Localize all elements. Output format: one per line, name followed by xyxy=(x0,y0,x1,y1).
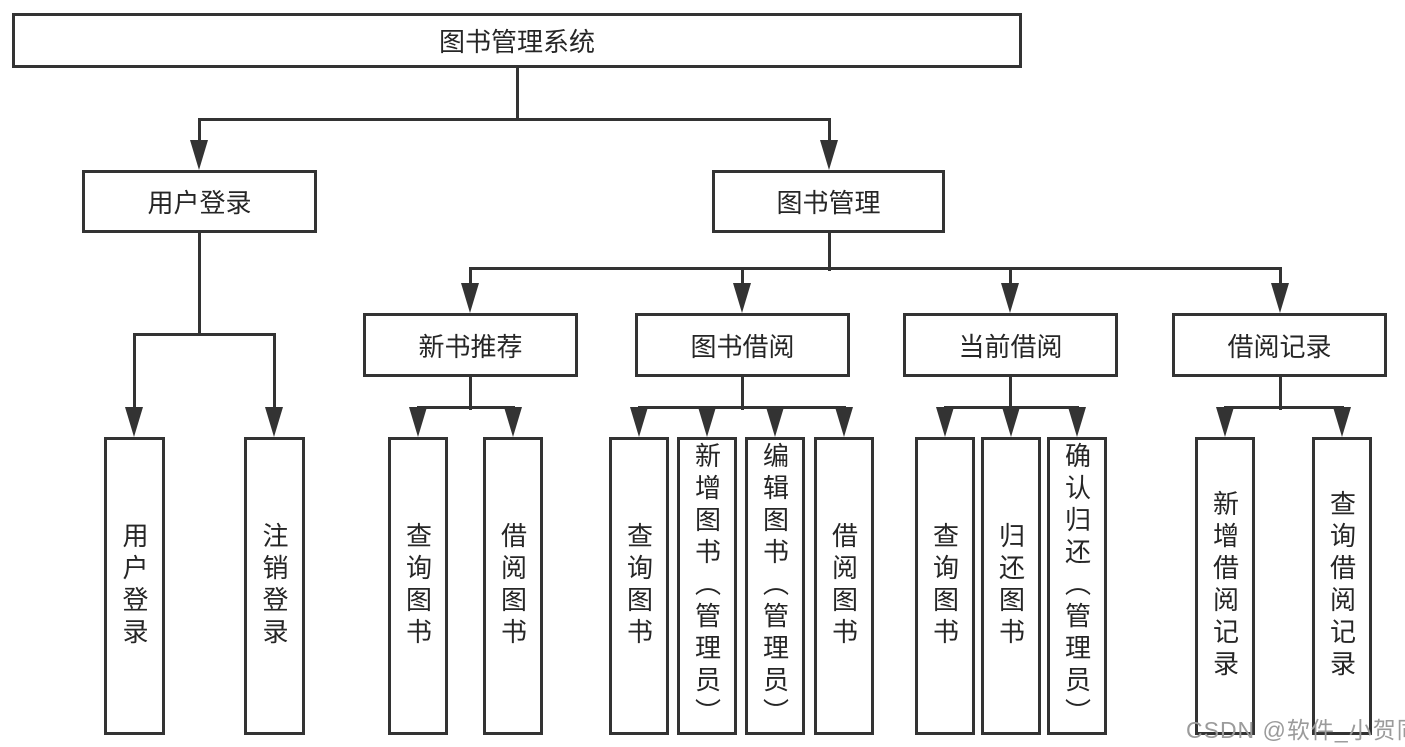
connector-arrow xyxy=(1271,268,1289,313)
arrowhead-down-icon xyxy=(461,283,479,313)
arrowhead-down-icon xyxy=(766,407,784,437)
connector-stem xyxy=(197,233,201,336)
leaf-borrow-books-2: 借阅图书 xyxy=(814,437,874,735)
connector-stem xyxy=(827,233,831,271)
connector-bar xyxy=(1223,405,1344,409)
arrowhead-down-icon xyxy=(630,407,648,437)
connector-bar xyxy=(468,266,1282,270)
leaf-edit-book-admin: 编辑图书（管理员） xyxy=(745,437,805,735)
connector-arrow xyxy=(1068,407,1086,437)
leaf-user-login: 用户登录 xyxy=(104,437,165,735)
connector-stem xyxy=(1008,377,1012,410)
arrow-shaft xyxy=(468,268,472,287)
leaf-add-book-admin: 新增图书（管理员） xyxy=(677,437,737,735)
node-current-borrow: 当前借阅 xyxy=(903,313,1118,377)
connector-arrow xyxy=(409,407,427,437)
arrow-shaft xyxy=(132,334,136,411)
connector-bar xyxy=(132,332,276,336)
leaf-query-borrow-record: 查询借阅记录 xyxy=(1312,437,1372,735)
connector-stem xyxy=(1278,377,1282,410)
arrowhead-down-icon xyxy=(835,407,853,437)
connector-arrow xyxy=(190,119,208,170)
leaf-logout: 注销登录 xyxy=(244,437,305,735)
leaf-query-books-recommend: 查询图书 xyxy=(388,437,448,735)
connector-arrow xyxy=(265,334,283,437)
arrowhead-down-icon xyxy=(265,407,283,437)
connector-arrow xyxy=(630,407,648,437)
arrowhead-down-icon xyxy=(1002,407,1020,437)
arrow-shaft xyxy=(827,119,831,144)
arrowhead-down-icon xyxy=(1001,283,1019,313)
leaf-borrow-books-recommend: 借阅图书 xyxy=(483,437,543,735)
arrow-shaft xyxy=(1008,268,1012,287)
arrowhead-down-icon xyxy=(409,407,427,437)
connector-arrow xyxy=(835,407,853,437)
arrowhead-down-icon xyxy=(936,407,954,437)
connector-arrow xyxy=(461,268,479,313)
node-book-borrow: 图书借阅 xyxy=(635,313,850,377)
arrow-shaft xyxy=(197,119,201,144)
arrowhead-down-icon xyxy=(1271,283,1289,313)
node-library-system: 图书管理系统 xyxy=(12,13,1022,68)
leaf-query-books-current: 查询图书 xyxy=(915,437,975,735)
connector-stem xyxy=(468,377,472,410)
connector-arrow xyxy=(766,407,784,437)
connector-arrow xyxy=(733,268,751,313)
arrow-shaft xyxy=(272,334,276,411)
connector-arrow xyxy=(504,407,522,437)
connector-arrow xyxy=(936,407,954,437)
leaf-query-books-borrow: 查询图书 xyxy=(609,437,669,735)
arrowhead-down-icon xyxy=(698,407,716,437)
arrowhead-down-icon xyxy=(125,407,143,437)
connector-arrow xyxy=(1002,407,1020,437)
node-user-login: 用户登录 xyxy=(82,170,317,233)
arrow-shaft xyxy=(1278,268,1282,287)
arrowhead-down-icon xyxy=(1216,407,1234,437)
connector-bar xyxy=(637,405,846,409)
arrowhead-down-icon xyxy=(1333,407,1351,437)
connector-arrow xyxy=(1001,268,1019,313)
leaf-return-books: 归还图书 xyxy=(981,437,1041,735)
connector-arrow xyxy=(820,119,838,170)
connector-arrow xyxy=(1216,407,1234,437)
leaf-confirm-return-admin: 确认归还（管理员） xyxy=(1047,437,1107,735)
watermark-text: CSDN @软件_小贺同学 xyxy=(1186,717,1405,743)
arrowhead-down-icon xyxy=(733,283,751,313)
connector-arrow xyxy=(125,334,143,437)
arrowhead-down-icon xyxy=(820,140,838,170)
connector-arrow xyxy=(698,407,716,437)
connector-bar xyxy=(197,117,831,121)
connector-stem xyxy=(515,68,519,121)
connector-stem xyxy=(740,377,744,410)
connector-bar xyxy=(416,405,515,409)
leaf-add-borrow-record: 新增借阅记录 xyxy=(1195,437,1255,735)
arrowhead-down-icon xyxy=(1068,407,1086,437)
node-borrow-records: 借阅记录 xyxy=(1172,313,1387,377)
arrow-shaft xyxy=(740,268,744,287)
node-new-book-recommend: 新书推荐 xyxy=(363,313,578,377)
connector-arrow xyxy=(1333,407,1351,437)
arrowhead-down-icon xyxy=(504,407,522,437)
arrowhead-down-icon xyxy=(190,140,208,170)
node-book-management: 图书管理 xyxy=(712,170,945,233)
